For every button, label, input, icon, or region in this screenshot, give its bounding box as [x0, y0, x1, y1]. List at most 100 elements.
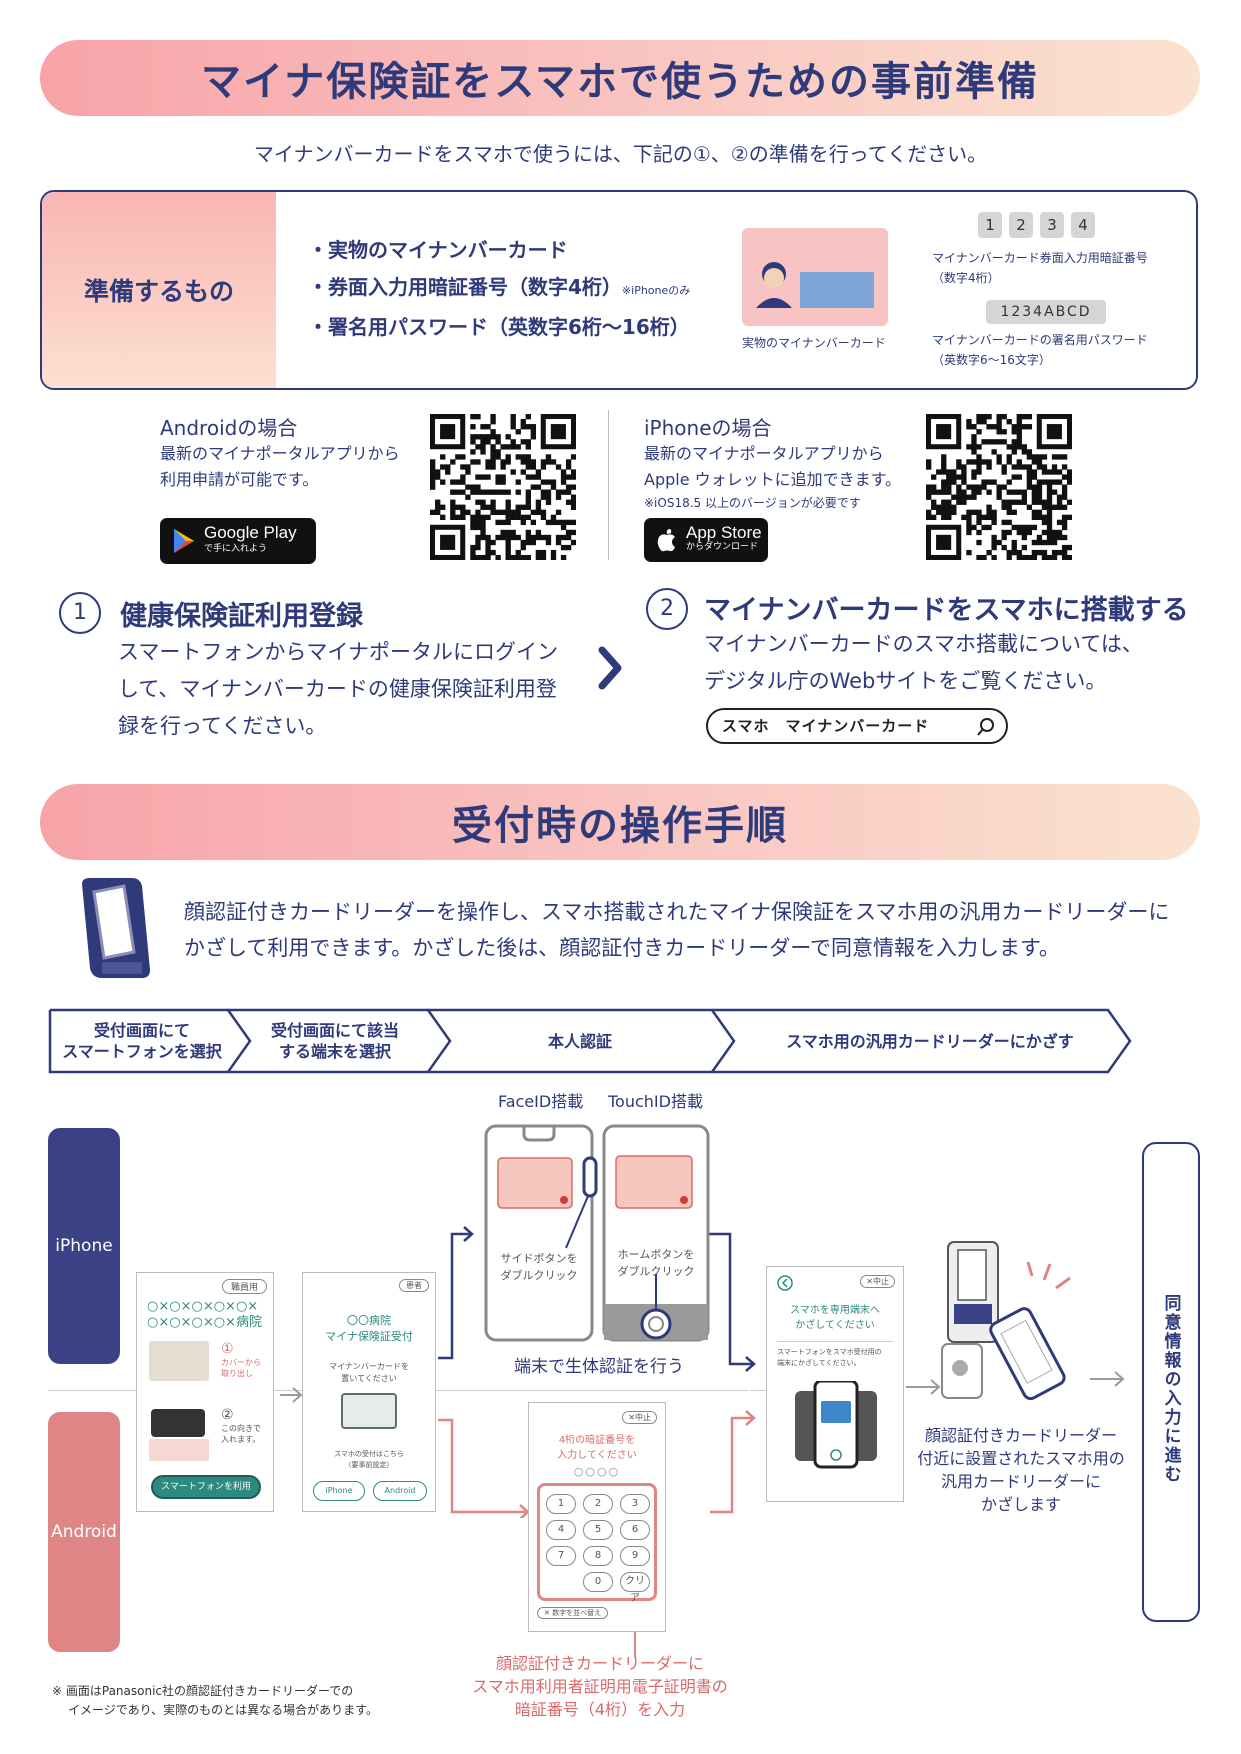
card-image: [149, 1439, 209, 1461]
keypad-key[interactable]: 2: [583, 1494, 613, 1514]
keypad-key[interactable]: 0: [583, 1572, 613, 1592]
consent-text: 同意情報の入力に進む: [1160, 1294, 1181, 1484]
card-reader-icon: [82, 878, 150, 978]
pin-screen-title: 4桁の暗証番号を入力してください: [557, 1435, 637, 1461]
pin-entry-screen: ✕中止 4桁の暗証番号を入力してください ○○○○ 1 2 3 4 5 6 7 …: [528, 1402, 666, 1632]
reader-slot-image: [151, 1409, 205, 1437]
callout-line: [634, 1632, 636, 1658]
android-line: 利用申請が可能です。: [160, 470, 319, 489]
iphone-section: iPhoneの場合 最新のマイナポータルアプリから Apple ウォレットに追加…: [644, 412, 901, 513]
pin-digit: 1: [978, 212, 1002, 238]
android-section: Androidの場合 最新のマイナポータルアプリから 利用申請が可能です。: [160, 412, 400, 493]
pin-caption: 顔認証付きカードリーダーにスマホ用利用者証明用電子証明書の暗証番号（4桁）を入力: [472, 1654, 728, 1719]
prep-heading: 準備するもの: [83, 277, 234, 306]
flow-step-4: スマホ用の汎用カードリーダーにかざす: [786, 1031, 1074, 1051]
android-title: Androidの場合: [160, 416, 298, 440]
card-caption: 実物のマイナンバーカード: [742, 336, 886, 350]
password-example: 1234ABCD: [986, 300, 1106, 324]
keypad-key[interactable]: 4: [546, 1520, 576, 1540]
apple-icon: [657, 529, 675, 552]
step-num: ②: [221, 1407, 234, 1423]
step1-title: 健康保険証利用登録: [120, 601, 363, 632]
hold-phone-screen: ✕中止 スマホを専用端末へかざしてください スマートフォンをスマホ受付用の端末に…: [766, 1266, 904, 1502]
cancel-button[interactable]: ✕中止: [860, 1275, 895, 1288]
procedure-banner: 受付時の操作手順: [40, 784, 1200, 860]
iphone-tab: iPhone: [48, 1128, 120, 1364]
flow-step-1: 受付画面にてスマートフォンを選択: [62, 1021, 222, 1061]
consent-box: 同意情報の入力に進む: [1142, 1142, 1200, 1622]
prep-item: ・券面入力用暗証番号（数字4桁）※iPhoneのみ: [308, 275, 691, 299]
arrow-right-icon: [1090, 1371, 1125, 1387]
app-store-badge[interactable]: App Store からダウンロード: [644, 518, 768, 562]
biometric-phones: [484, 1124, 710, 1342]
screen2-text: マイナンバーカードを置いてください: [329, 1362, 409, 1383]
android-qr-code: [430, 414, 577, 561]
intro-text: マイナンバーカードをスマホで使うには、下記の①、②の準備を行ってください。: [253, 142, 988, 166]
keypad-key[interactable]: 1: [546, 1494, 576, 1514]
card-reader-image: [341, 1393, 397, 1429]
keypad-key[interactable]: 9: [620, 1546, 650, 1566]
keypad-key[interactable]: 3: [620, 1494, 650, 1514]
reader-caption: 顔認証付きカードリーダー付近に設置されたスマホ用の汎用カードリーダーにかざします: [917, 1426, 1125, 1514]
prep-item: ・実物のマイナンバーカード: [308, 238, 568, 262]
pin-digit: 3: [1040, 212, 1064, 238]
pin-dots: ○○○○: [573, 1465, 621, 1478]
step2-title: マイナンバーカードをスマホに搭載する: [704, 595, 1189, 626]
prep-banner: マイナ保険証をスマホで使うための事前準備: [40, 40, 1200, 116]
keypad-key[interactable]: 5: [583, 1520, 613, 1540]
card-in-cover-image: [149, 1341, 209, 1381]
screen2-note: スマホの受付はこちら（要事前設定）: [334, 1450, 404, 1469]
search-input[interactable]: スマホ マイナンバーカード: [706, 708, 1008, 744]
faceid-label: FaceID搭載: [498, 1092, 584, 1111]
step1-body: スマートフォンからマイナポータルにログインして、マイナンバーカードの健康保険証利…: [118, 640, 558, 738]
keypad-key[interactable]: 7: [546, 1546, 576, 1566]
iphone-qr-code: [926, 414, 1073, 561]
use-smartphone-button[interactable]: スマートフォンを利用: [151, 1475, 261, 1499]
back-icon[interactable]: [777, 1275, 793, 1291]
keypad-key[interactable]: 6: [620, 1520, 650, 1540]
reception-screen-1: 職員用 ○×○×○×○×○×○×○×○×○×病院 ① カバーから取り出し ② こ…: [136, 1272, 274, 1512]
password-caption: マイナンバーカードの署名用パスワード（英数字6～16文字）: [932, 333, 1148, 367]
biometric-caption: 端末で生体認証を行う: [514, 1357, 684, 1377]
iphone-title: iPhoneの場合: [644, 416, 772, 440]
prep-heading-panel: 準備するもの: [42, 192, 276, 388]
screen2-title: 〇〇病院マイナ保険証受付: [325, 1314, 413, 1343]
keypad: 1 2 3 4 5 6 7 8 9 0 クリア: [537, 1483, 657, 1604]
flow-connectors: [438, 1226, 756, 1518]
google-play-badge[interactable]: Google Play で手に入れよう: [160, 518, 316, 564]
footnote: ※ 画面はPanasonic社の顔認証付きカードリーダーでの イメージであり、実…: [52, 1684, 378, 1717]
flow-step-3: 本人認証: [547, 1031, 612, 1051]
pin-digit: 4: [1071, 212, 1095, 238]
prep-item: ・署名用パスワード（英数字6桁～16桁）: [308, 315, 690, 339]
step1-number: 1: [59, 592, 101, 634]
cancel-button[interactable]: ✕中止: [622, 1411, 657, 1424]
iphone-line: 最新のマイナポータルアプリから: [644, 444, 884, 463]
shuffle-button[interactable]: ✕ 数字を並べ替え: [537, 1607, 609, 1619]
step-num: ①: [221, 1341, 234, 1357]
staff-tag: 職員用: [221, 1279, 267, 1294]
step2-number: 2: [646, 588, 688, 630]
keypad-key[interactable]: 8: [583, 1546, 613, 1566]
step-text: この向きで入れます。: [221, 1424, 261, 1444]
android-tab: Android: [48, 1412, 120, 1652]
pin-caption: マイナンバーカード券面入力用暗証番号（数字4桁）: [932, 251, 1148, 285]
patient-tag: 患者: [399, 1279, 429, 1292]
google-play-icon: [174, 529, 194, 553]
prep-item-note: ※iPhoneのみ: [621, 284, 691, 297]
arrow-right-icon: [280, 1387, 303, 1403]
android-select-button[interactable]: Android: [373, 1481, 427, 1501]
phone-on-reader-image: [795, 1381, 877, 1469]
prep-banner-title: マイナ保険証をスマホで使うための事前準備: [201, 59, 1039, 105]
divider: [777, 1341, 893, 1342]
mynumber-card-image: [742, 228, 888, 326]
section-divider: [608, 410, 609, 560]
reader-with-phone-image: [941, 1241, 1071, 1401]
hospital-name: ○×○×○×○×○×○×○×○×○×病院: [147, 1299, 262, 1330]
hold-screen-text: スマートフォンをスマホ受付用の端末にかざしてください。: [777, 1348, 882, 1367]
procedure-banner-title: 受付時の操作手順: [452, 803, 788, 849]
chevron-right-icon: [598, 646, 622, 690]
iphone-select-button[interactable]: iPhone: [313, 1481, 365, 1501]
flow-chevrons: [48, 1008, 1132, 1074]
android-line: 最新のマイナポータルアプリから: [160, 444, 400, 463]
clear-key[interactable]: クリア: [620, 1572, 650, 1604]
